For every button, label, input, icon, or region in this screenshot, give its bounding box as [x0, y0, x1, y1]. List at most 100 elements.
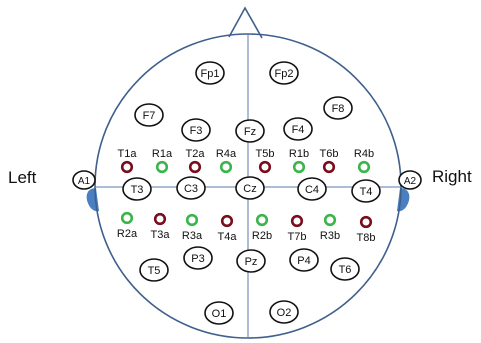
electrode-label: T3 — [131, 184, 144, 196]
electrode-fz: Fz — [235, 119, 265, 143]
electrode-label: F7 — [143, 110, 156, 122]
electrode-ring — [269, 300, 299, 324]
electrode-ring — [181, 118, 211, 142]
sensor-r2b: R2b — [252, 213, 272, 242]
electrode-label: T6 — [339, 264, 352, 276]
sensor-label: R4b — [354, 148, 374, 160]
electrode-label: F3 — [190, 125, 203, 137]
electrode-ring — [235, 119, 265, 143]
sensor-marker-green — [292, 160, 306, 174]
sensor-label: T8b — [357, 232, 376, 244]
sensor-marker-red — [290, 214, 304, 228]
electrode-ring — [323, 96, 353, 120]
electrode-pz: Pz — [236, 249, 266, 273]
sensor-label: T5b — [256, 148, 275, 160]
sensor-marker-red — [153, 212, 167, 226]
sensor-label: T1a — [118, 148, 138, 160]
sensor-marker-red — [258, 160, 272, 174]
electrode-ring — [72, 170, 96, 190]
sensor-label: T7b — [288, 231, 307, 243]
electrode-t5: T5 — [139, 258, 169, 282]
sensor-label: R3b — [320, 230, 340, 242]
electrode-label: F8 — [332, 103, 345, 115]
right-side-label: Right — [432, 167, 472, 186]
electrode-label: C3 — [184, 183, 198, 195]
electrode-p4: P4 — [289, 248, 319, 272]
sensor-label: T3a — [151, 229, 171, 241]
sensor-t8b: T8b — [357, 215, 376, 244]
electrode-label: Fp1 — [201, 68, 220, 80]
electrode-ring — [269, 61, 299, 85]
electrode-f8: F8 — [323, 96, 353, 120]
sensor-marker-green — [323, 213, 337, 227]
electrode-t6: T6 — [330, 257, 360, 281]
electrode-label: P3 — [191, 253, 204, 265]
sensor-r1b: R1b — [289, 148, 309, 174]
electrode-label: T4 — [360, 186, 373, 198]
sensor-t5b: T5b — [256, 148, 275, 174]
electrode-label: Fz — [244, 126, 256, 138]
electrode-f7: F7 — [134, 103, 164, 127]
sensor-label: R1a — [152, 148, 173, 160]
nose — [228, 6, 263, 39]
electrode-f3: F3 — [181, 118, 211, 142]
electrode-ring — [236, 249, 266, 273]
sensor-r4a: R4a — [216, 148, 237, 174]
electrode-ring — [204, 301, 234, 325]
electrode-ring — [195, 61, 225, 85]
sensor-t1a: T1a — [118, 148, 138, 174]
sensor-t6b: T6b — [320, 148, 338, 174]
sensor-marker-green — [255, 213, 269, 227]
electrode-label: O2 — [277, 307, 292, 319]
electrode-o1: O1 — [204, 301, 234, 325]
electrode-ring — [122, 177, 152, 201]
electrode-t4: T4 — [351, 179, 381, 203]
sensor-marker-red — [220, 214, 234, 228]
electrode-label: P4 — [297, 255, 310, 267]
ear-electrode-label: A2 — [404, 176, 417, 187]
sensor-marker-red — [322, 160, 336, 174]
electrode-ring — [283, 117, 313, 141]
sensor-label: T2a — [186, 148, 206, 160]
electrode-f4: F4 — [283, 117, 313, 141]
sensor-marker-green — [155, 160, 169, 174]
electrode-label: F4 — [292, 124, 305, 136]
sensor-t4a: T4a — [218, 214, 238, 243]
electrode-cz: Cz — [235, 176, 265, 200]
electrode-ring — [134, 103, 164, 127]
sensor-label: T4a — [218, 231, 238, 243]
left-side-label: Left — [8, 168, 37, 187]
sensor-marker-green — [120, 211, 134, 225]
electrode-ring — [183, 246, 213, 270]
electrode-ring — [351, 179, 381, 203]
sensor-label: R4a — [216, 148, 237, 160]
sensor-marker-green — [357, 160, 371, 174]
electrode-ring — [297, 177, 327, 201]
sensor-r3a: R3a — [182, 213, 203, 242]
electrode-ring — [289, 248, 319, 272]
sensor-r2a: R2a — [117, 211, 138, 240]
sensor-label: R2b — [252, 230, 272, 242]
electrode-fp1: Fp1 — [195, 61, 225, 85]
electrode-ring — [330, 257, 360, 281]
sensor-marker-green — [185, 213, 199, 227]
sensor-marker-red — [359, 215, 373, 229]
electrode-c3: C3 — [176, 176, 206, 200]
electrode-label: Cz — [243, 183, 256, 195]
sensor-label: R2a — [117, 228, 138, 240]
sensor-t7b: T7b — [288, 214, 307, 243]
electrode-p3: P3 — [183, 246, 213, 270]
sensor-marker-red — [188, 160, 202, 174]
electrode-label: C4 — [305, 184, 319, 196]
electrode-fp2: Fp2 — [269, 61, 299, 85]
electrode-ring — [235, 176, 265, 200]
sensor-r3b: R3b — [320, 213, 340, 242]
electrode-label: T5 — [148, 265, 161, 277]
electrode-ring — [398, 170, 422, 190]
electrode-t3: T3 — [122, 177, 152, 201]
sensor-label: R3a — [182, 230, 203, 242]
electrode-o2: O2 — [269, 300, 299, 324]
sensor-t3a: T3a — [151, 212, 171, 241]
sensor-t2a: T2a — [186, 148, 206, 174]
